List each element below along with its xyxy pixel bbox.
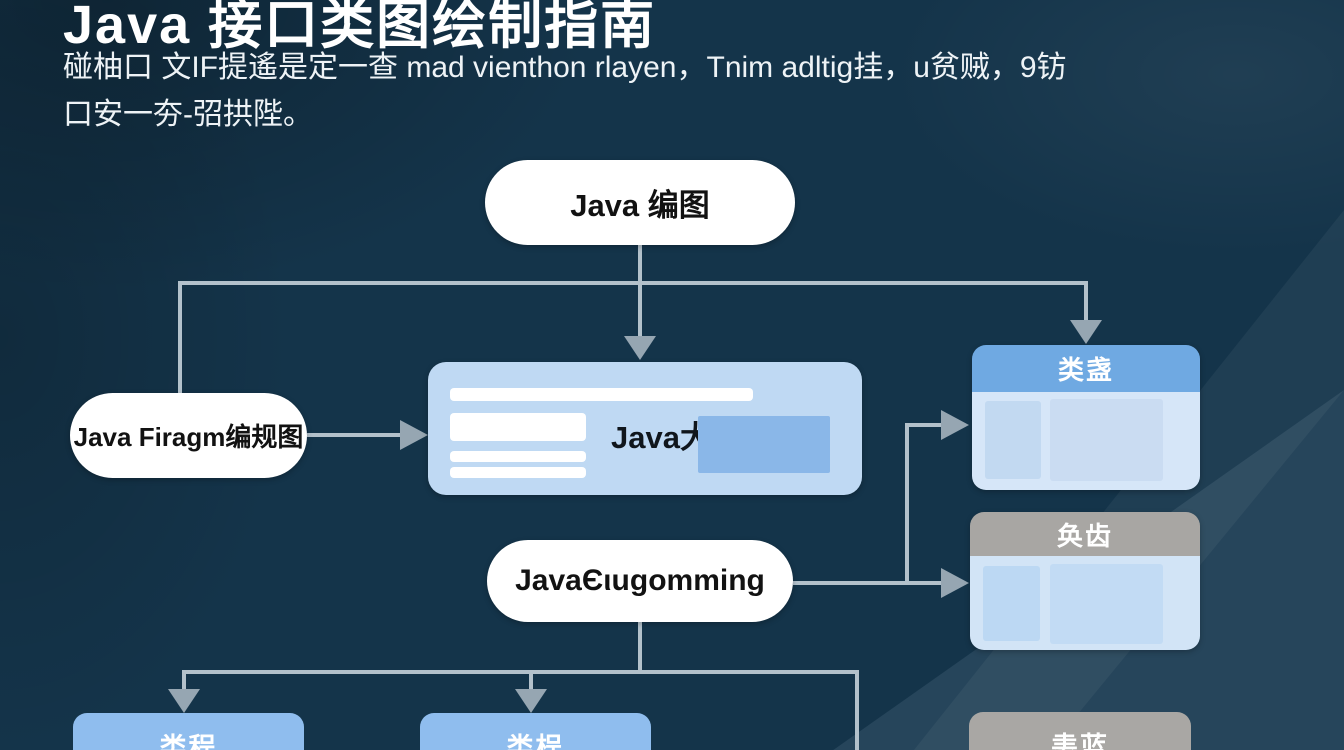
connector-branch-left-down xyxy=(178,281,182,395)
connector-branch-right-down xyxy=(1084,281,1088,321)
arrowhead-to-gray-card xyxy=(941,568,969,598)
class-table-blue-cell-2 xyxy=(1050,399,1163,481)
connector-middle-up xyxy=(905,423,909,585)
connector-middle-down xyxy=(638,622,642,674)
bottom-node-1: 类程 xyxy=(73,713,304,750)
class-table-card-gray: 奂齿 xyxy=(970,512,1200,650)
center-card-line-2 xyxy=(450,467,586,478)
bottom-node-2: 类桯 xyxy=(420,713,651,750)
connector-middle-right xyxy=(793,581,941,585)
page-subtitle: 碰柚口 文IF提遙是定一查 mad vienthon rlayen，Tnim a… xyxy=(63,44,1067,138)
subtitle-line-1: 碰柚口 文IF提遙是定一查 mad vienthon rlayen，Tnim a… xyxy=(63,51,1067,84)
class-table-card-blue: 类盏 xyxy=(972,345,1200,490)
class-table-gray-cell-1 xyxy=(983,566,1040,641)
connector-bottom-left-stub xyxy=(182,670,186,692)
center-card-line-1 xyxy=(450,451,586,462)
arrowhead-left-to-center xyxy=(400,420,428,450)
center-card-block xyxy=(450,413,586,441)
class-table-blue-header: 类盏 xyxy=(972,345,1200,392)
connector-branch-horizontal xyxy=(178,281,1088,285)
bottom-node-1-label: 类程 xyxy=(159,733,218,750)
arrowhead-to-bottom-box-2 xyxy=(515,689,547,713)
arrowhead-to-center-card xyxy=(624,336,656,360)
node-java-diagram-label: Java 编图 xyxy=(570,188,710,223)
connector-root-down xyxy=(638,245,642,283)
class-table-gray-header-label: 奂齿 xyxy=(1056,520,1113,551)
node-java-eiugomming-label: JavaЄιugomming xyxy=(515,564,765,597)
node-java-firagm-label: Java Firagm编规图 xyxy=(73,422,304,452)
node-java-diagram: Java 编图 xyxy=(485,160,795,245)
center-card-blue-panel xyxy=(698,416,830,473)
page-title: Java 接口类图绘制指南 xyxy=(63,0,657,55)
connector-left-to-center xyxy=(307,433,402,437)
class-table-blue-body xyxy=(972,392,1200,490)
class-table-blue-header-label: 类盏 xyxy=(1057,355,1114,385)
class-table-gray-body xyxy=(970,556,1200,650)
bottom-node-2-label: 类桯 xyxy=(506,733,565,750)
connector-bottom-horizontal xyxy=(182,670,859,674)
class-table-gray-cell-2 xyxy=(1050,564,1163,644)
node-java-eiugomming: JavaЄιugomming xyxy=(487,540,793,622)
bottom-node-3: 恚蓝 xyxy=(969,712,1191,750)
class-table-gray-header: 奂齿 xyxy=(970,512,1200,556)
center-card-title-bar xyxy=(450,388,753,401)
arrowhead-to-class-card xyxy=(941,410,969,440)
connector-upper-right xyxy=(905,423,941,427)
center-class-card: Java大 xyxy=(428,362,862,495)
connector-bottom-right-down xyxy=(855,670,859,750)
arrowhead-to-bottom-box-1 xyxy=(168,689,200,713)
connector-branch-center-down xyxy=(638,281,642,337)
connector-bottom-mid-stub xyxy=(529,670,533,692)
subtitle-line-2: 口安一夯-弨拱陛。 xyxy=(63,98,313,131)
bottom-node-3-label: 恚蓝 xyxy=(1051,732,1109,750)
arrowhead-to-top-right-card xyxy=(1070,320,1102,344)
class-table-blue-cell-1 xyxy=(985,401,1041,479)
node-java-firagm: Java Firagm编规图 xyxy=(70,393,307,478)
center-card-label: Java大 xyxy=(611,420,711,455)
